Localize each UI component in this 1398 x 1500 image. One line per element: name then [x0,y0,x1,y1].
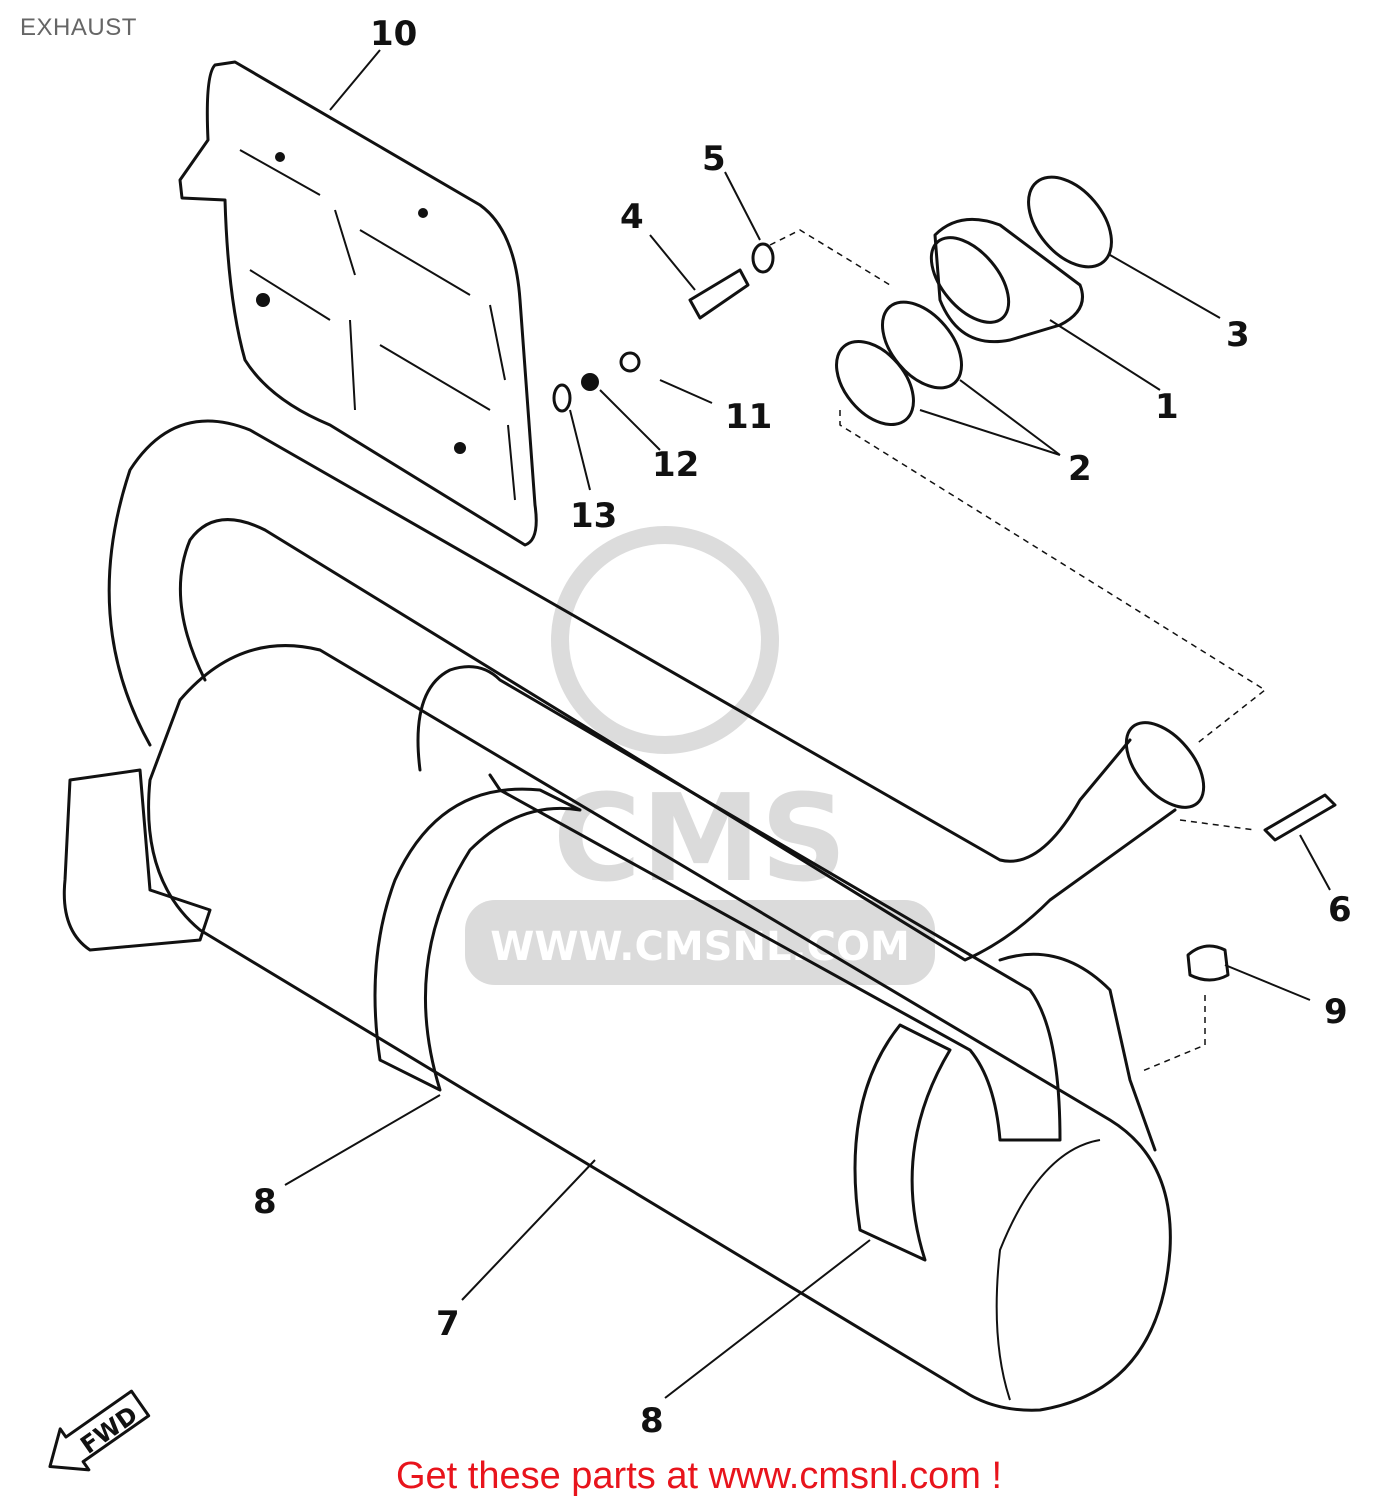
nut-12 [581,373,599,391]
bolt-4 [688,268,750,320]
screw-11 [619,351,641,373]
watermark-brand: CMS [553,770,847,909]
callout-13: 13 [570,496,617,536]
callout-9: 9 [1324,992,1348,1032]
callout-11: 11 [725,397,772,437]
washer-5 [751,242,775,274]
gasket-2a [880,300,964,390]
callout-7: 7 [436,1304,460,1344]
callout-10: 10 [370,14,417,54]
callout-12: 12 [652,445,699,485]
heat-shield [178,60,538,547]
gasket-3 [1027,175,1113,269]
callout-4: 4 [620,197,644,237]
gasket-2b [835,339,915,427]
callout-3: 3 [1226,315,1250,355]
exhaust-pipe [107,419,1206,1142]
washer-13 [552,383,572,413]
nut-9 [1186,944,1230,982]
callout-8-left: 8 [253,1182,277,1222]
stud-6 [1263,793,1337,842]
footer-link[interactable]: Get these parts at www.cmsnl.com ! [395,1455,1003,1497]
cmsnl-watermark: CMS WWW.CMSNL.COM [465,526,935,985]
fwd-label: FWD [75,1401,143,1460]
callout-6: 6 [1328,890,1352,930]
callout-2: 2 [1068,449,1092,489]
leader-lines [284,49,1331,1399]
exhaust-flange [929,217,1084,344]
diagram-title: EXHAUST [20,14,137,41]
callout-1: 1 [1155,387,1179,427]
callout-5: 5 [702,139,726,179]
callout-8-bottom: 8 [640,1401,664,1441]
watermark-url: WWW.CMSNL.COM [490,924,910,970]
muffler [62,644,1172,1412]
